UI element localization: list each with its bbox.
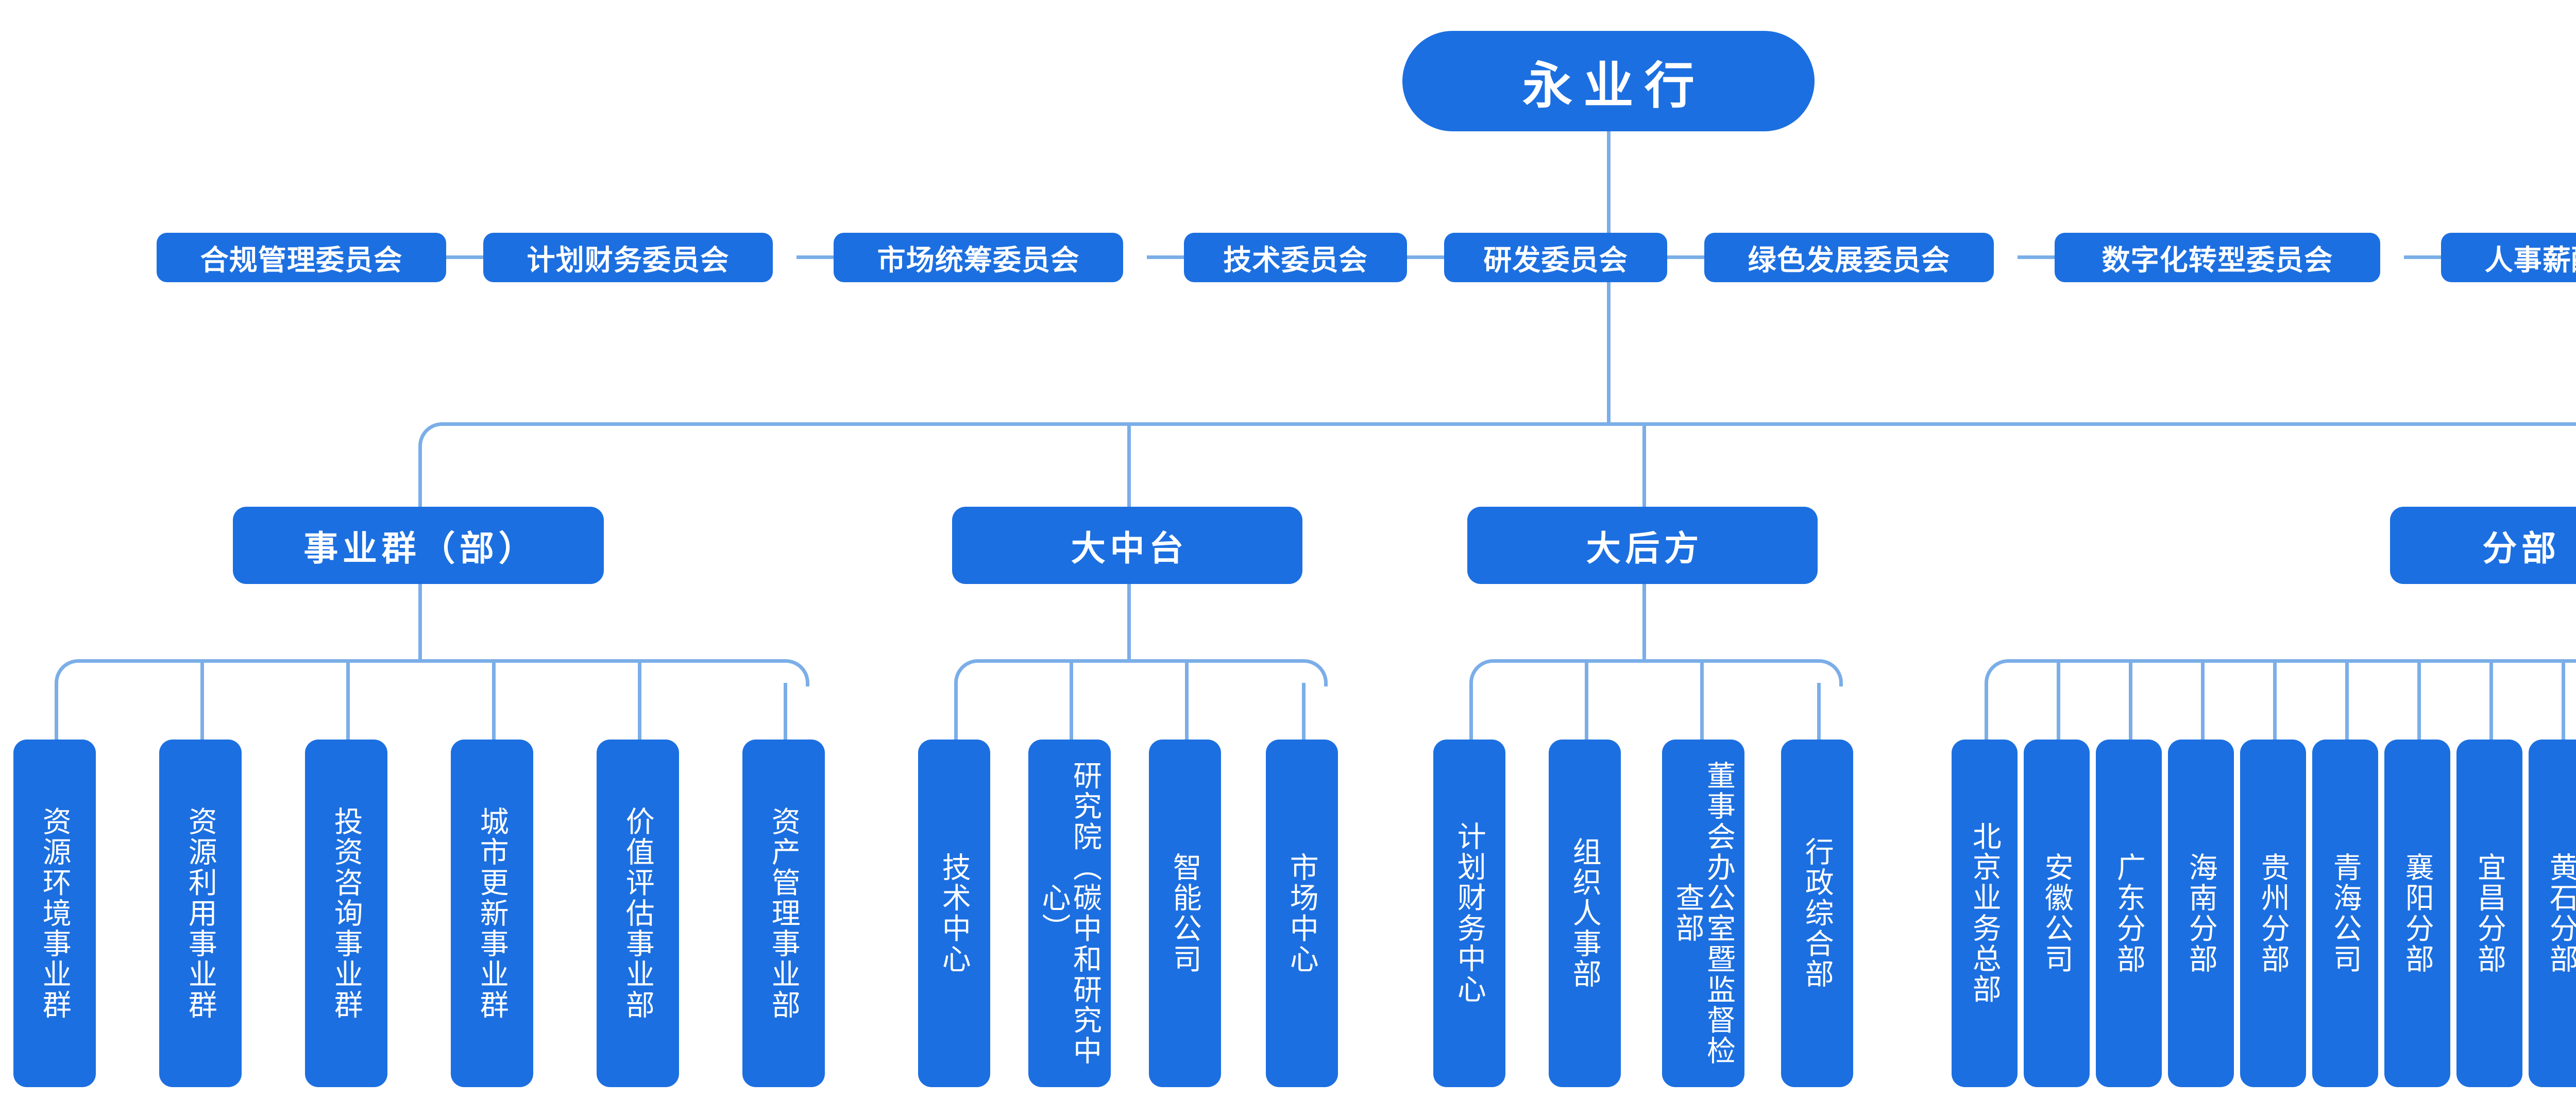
branch4-drop-5 [2273, 663, 2277, 740]
committee-link-6 [2018, 255, 2055, 259]
branch1-drop-1 [55, 683, 58, 740]
branch3-bus-left-elbow [1469, 659, 1497, 686]
branch4-drop-6 [2345, 663, 2349, 740]
leaf-node-b4-5[interactable]: 青海公司 [2312, 740, 2378, 1087]
root-node[interactable]: 永业行 [1402, 31, 1815, 131]
branch1-drop-5 [638, 663, 641, 740]
branch1-bus [78, 659, 782, 663]
branch4-drop-8 [2489, 663, 2493, 740]
leaf-node-b4-7[interactable]: 宜昌分部 [2456, 740, 2522, 1087]
branch4-drop-4 [2201, 663, 2205, 740]
branch2-stem [1127, 584, 1131, 659]
leaf-node-b1-3[interactable]: 城市更新事业群 [451, 740, 533, 1087]
branch1-bus-left-elbow [55, 659, 82, 686]
committee-link-1 [446, 255, 483, 259]
leaf-node-b3-3[interactable]: 行政综合部 [1781, 740, 1853, 1087]
committee-link-2 [796, 255, 834, 259]
leaf-node-b2-2[interactable]: 智能公司 [1149, 740, 1221, 1087]
leaf-node-b4-0[interactable]: 北京业务总部 [1952, 740, 2018, 1087]
leaf-node-b2-3[interactable]: 市场中心 [1266, 740, 1338, 1087]
branch1-drop-6 [784, 683, 787, 740]
branch4-bus [2008, 659, 2576, 663]
committee-link-4 [1407, 255, 1444, 259]
branch2-drop-2 [1070, 663, 1073, 740]
committee-node-3[interactable]: 技术委员会 [1184, 233, 1407, 282]
root-lower-stem [1607, 282, 1611, 422]
committee-node-4[interactable]: 研发委员会 [1444, 233, 1667, 282]
committee-link-5 [1667, 255, 1704, 259]
committee-node-1[interactable]: 计划财务委员会 [483, 233, 773, 282]
branch1-drop-3 [346, 663, 350, 740]
branch2-drop-3 [1185, 663, 1189, 740]
leaf-node-b4-2[interactable]: 广东分部 [2096, 740, 2162, 1087]
branch1-stem [418, 584, 422, 659]
branch4-drop-1 [1985, 683, 1988, 740]
leaf-node-b1-5[interactable]: 资产管理事业部 [742, 740, 825, 1087]
group-drop-3 [1642, 426, 1646, 508]
committee-node-5[interactable]: 绿色发展委员会 [1704, 233, 1994, 282]
leaf-node-b1-4[interactable]: 价值评估事业部 [597, 740, 679, 1087]
committee-link-7 [2404, 255, 2441, 259]
branch4-drop-7 [2417, 663, 2421, 740]
leaf-node-b3-0[interactable]: 计划财务中心 [1433, 740, 1505, 1087]
branch2-drop-1 [954, 683, 958, 740]
group-node-1[interactable]: 大中台 [952, 507, 1302, 584]
leaf-node-b4-3[interactable]: 海南分部 [2168, 740, 2234, 1087]
branch4-drop-3 [2129, 663, 2132, 740]
branch3-stem [1642, 584, 1646, 659]
group-bus-left-elbow [418, 422, 446, 450]
branch3-drop-3 [1700, 663, 1704, 740]
committee-node-0[interactable]: 合规管理委员会 [157, 233, 446, 282]
leaf-node-b1-2[interactable]: 投资咨询事业群 [305, 740, 387, 1087]
committee-node-2[interactable]: 市场统筹委员会 [834, 233, 1123, 282]
group-node-2[interactable]: 大后方 [1467, 507, 1818, 584]
branch4-bus-left-elbow [1985, 659, 2012, 686]
leaf-node-b2-0[interactable]: 技术中心 [918, 740, 990, 1087]
group-drop-2 [1127, 426, 1131, 508]
committee-node-6[interactable]: 数字化转型委员会 [2055, 233, 2380, 282]
branch2-bus [978, 659, 1300, 663]
leaf-node-b3-1[interactable]: 组织人事部 [1549, 740, 1621, 1087]
group-node-3[interactable]: 分部（分公司） [2390, 507, 2576, 584]
committee-node-7[interactable]: 人事薪酬委员会 [2441, 233, 2576, 282]
root-stem [1607, 131, 1611, 233]
branch2-drop-4 [1302, 683, 1306, 740]
branch1-drop-2 [200, 663, 204, 740]
leaf-node-b4-6[interactable]: 襄阳分部 [2384, 740, 2450, 1087]
branch1-drop-4 [492, 663, 496, 740]
leaf-node-b3-2[interactable]: 董事会办公室暨监督检查部 [1662, 740, 1744, 1087]
leaf-node-b2-1[interactable]: 研究院（碳中和研究中心） [1028, 740, 1111, 1087]
group-node-0[interactable]: 事业群（部） [233, 507, 604, 584]
leaf-node-b4-4[interactable]: 贵州分部 [2240, 740, 2306, 1087]
branch3-drop-4 [1817, 683, 1821, 740]
group-bus [442, 422, 2576, 426]
branch3-drop-2 [1585, 663, 1588, 740]
leaf-node-b4-1[interactable]: 安徽公司 [2024, 740, 2090, 1087]
branch4-drop-2 [2057, 663, 2060, 740]
branch3-drop-1 [1469, 683, 1473, 740]
committee-link-3 [1147, 255, 1184, 259]
branch4-drop-9 [2562, 663, 2565, 740]
leaf-node-b1-0[interactable]: 资源环境事业群 [13, 740, 96, 1087]
branch2-bus-left-elbow [954, 659, 981, 686]
branch3-bus [1493, 659, 1816, 663]
leaf-node-b1-1[interactable]: 资源利用事业群 [159, 740, 242, 1087]
leaf-node-b4-8[interactable]: 黄石分部 [2529, 740, 2576, 1087]
group-drop-1 [418, 446, 422, 508]
